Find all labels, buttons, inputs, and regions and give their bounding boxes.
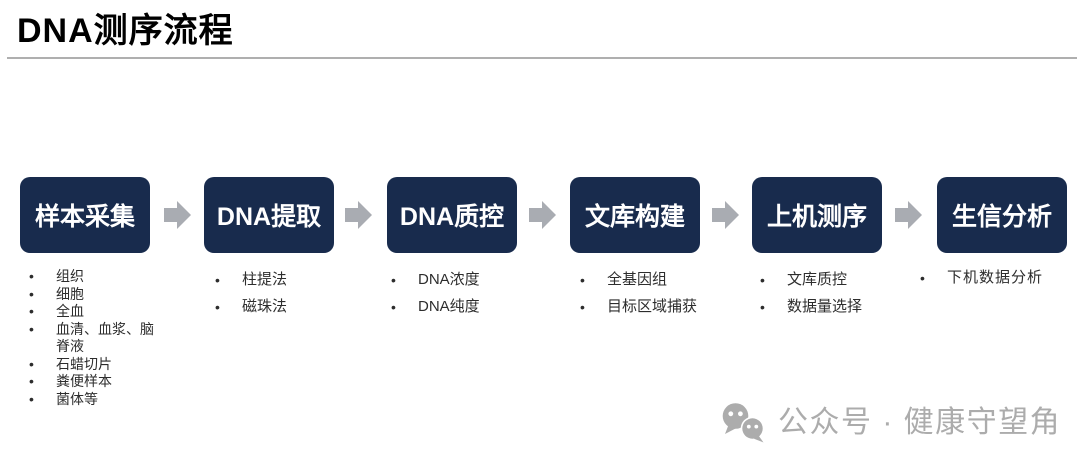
title-divider [7, 57, 1077, 59]
dna-qc-list: DNA浓度 DNA纯度 [391, 272, 561, 326]
watermark: 公众号 · 健康守望角 [721, 403, 1061, 443]
right-arrow-icon [345, 201, 372, 229]
list-item: 血清、血浆、脑脊液 [29, 321, 161, 356]
sample-collection-list: 组织 细胞 全血 血清、血浆、脑脊液 石蜡切片 粪便样本 菌体等 [29, 268, 161, 408]
list-item: 下机数据分析 [920, 270, 1080, 286]
sequencing-list: 文库质控 数据量选择 [760, 272, 930, 326]
step-box-sample-collection: 样本采集 [20, 177, 150, 253]
step-label: 生信分析 [951, 203, 1052, 231]
list-item: 全基因组 [580, 272, 750, 288]
watermark-text: 公众号 · 健康守望角 [778, 406, 1062, 439]
right-arrow-icon [895, 201, 922, 229]
step-box-dna-extraction: DNA提取 [204, 177, 334, 253]
right-arrow-icon [529, 201, 556, 229]
step-label: 文库构建 [584, 203, 685, 231]
list-item: 柱提法 [215, 272, 385, 288]
list-item: 细胞 [29, 286, 161, 304]
right-arrow-icon [712, 201, 739, 229]
list-item: DNA纯度 [391, 299, 561, 315]
right-arrow-icon [164, 201, 191, 229]
step-label: DNA质控 [399, 203, 505, 231]
list-item: DNA浓度 [391, 272, 561, 288]
dna-extraction-list: 柱提法 磁珠法 [215, 272, 385, 326]
list-item: 目标区域捕获 [580, 299, 750, 315]
step-label: 样本采集 [34, 203, 135, 231]
list-item: 菌体等 [29, 391, 161, 409]
list-item: 数据量选择 [760, 299, 930, 315]
list-item: 全血 [29, 303, 161, 321]
library-prep-list: 全基因组 目标区域捕获 [580, 272, 750, 326]
step-box-sequencing: 上机测序 [752, 177, 882, 253]
list-item: 石蜡切片 [29, 356, 161, 374]
list-item: 磁珠法 [215, 299, 385, 315]
step-label: DNA提取 [216, 203, 322, 231]
list-item: 文库质控 [760, 272, 930, 288]
list-item: 组织 [29, 268, 161, 286]
step-label: 上机测序 [766, 203, 867, 231]
wechat-icon [722, 403, 765, 443]
step-box-bioinformatics: 生信分析 [937, 177, 1067, 253]
list-item: 粪便样本 [29, 373, 161, 391]
bioinformatics-list: 下机数据分析 [920, 270, 1080, 297]
step-box-library-prep: 文库构建 [570, 177, 700, 253]
step-box-dna-qc: DNA质控 [387, 177, 517, 253]
page-title: DNA测序流程 [17, 12, 234, 50]
